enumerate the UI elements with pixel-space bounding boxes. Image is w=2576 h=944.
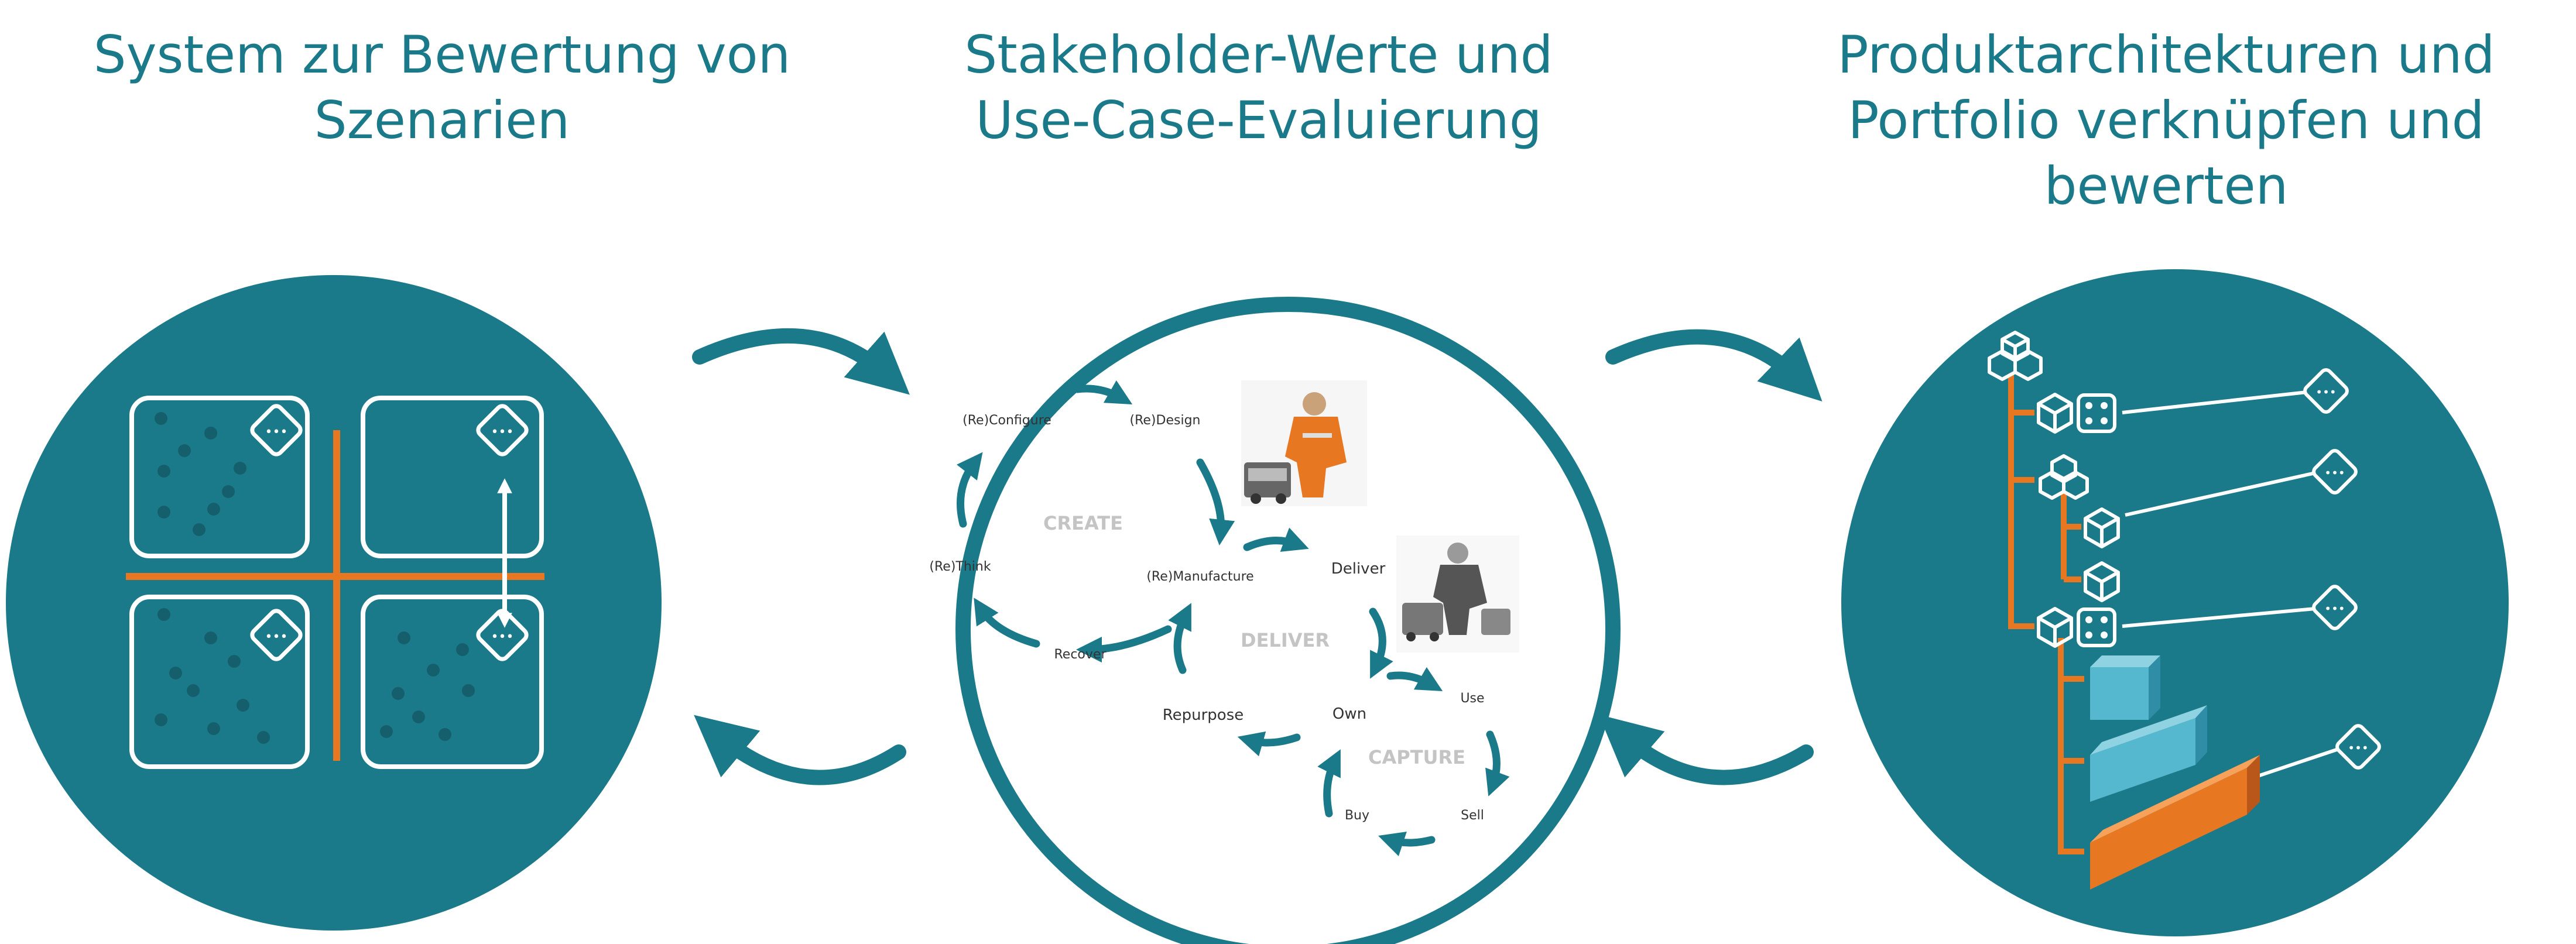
cube-icon (2037, 607, 2073, 648)
scenario-circle: ••• ••• ••• ••• (6, 275, 662, 931)
diamond-tag-icon: ••• (476, 404, 529, 456)
create-loop-arrows (956, 380, 1235, 663)
cube-cluster-icon (1988, 331, 2043, 381)
svg-text:•••: ••• (491, 630, 514, 644)
quadrant-top-right (361, 396, 544, 558)
dice-icon (2077, 607, 2116, 647)
svg-text:•••: ••• (491, 425, 514, 440)
dice-icon (2077, 393, 2116, 433)
scenario-dots (155, 412, 475, 744)
quadrant-top-left (129, 396, 310, 558)
quadrant-bottom-right (361, 595, 544, 769)
worker-illustration (1241, 380, 1367, 506)
diamond-tag-icon: ••• (2335, 724, 2381, 770)
cube-icon (2037, 393, 2073, 434)
diamond-tag-icon: ••• (2312, 585, 2358, 630)
step-rethink: (Re)Think (929, 559, 991, 574)
svg-text:•••: ••• (2324, 602, 2345, 616)
courier-illustration (1396, 535, 1519, 653)
step-repurpose: Repurpose (1163, 706, 1244, 724)
diamond-tag-icon: ••• (476, 609, 529, 661)
diamond-tag-icon: ••• (2312, 449, 2358, 495)
title-product-architecture: Produktarchitekturen und Portfolio verkn… (1837, 25, 2495, 216)
quadrant-bottom-left (129, 595, 310, 769)
architecture-tree (2008, 375, 2084, 854)
capture-loop-arrows (1237, 667, 1510, 856)
bar-large (2090, 755, 2260, 890)
flow-arrow-center-to-left (694, 715, 906, 785)
step-redesign: (Re)Design (1130, 413, 1201, 428)
step-own: Own (1332, 705, 1366, 723)
title-scenario-evaluation: System zur Bewertung von Szenarien (93, 25, 791, 150)
step-sell: Sell (1461, 808, 1484, 823)
flow-arrow-center-to-right (1605, 329, 1823, 402)
cube-cluster-icon (2039, 454, 2089, 500)
step-use: Use (1460, 691, 1484, 706)
bar-small (2090, 655, 2160, 720)
step-remanufacture: (Re)Manufacture (1146, 569, 1253, 584)
cycle-circle-outline (955, 297, 1621, 944)
connector-lines (2122, 390, 2342, 795)
step-recover: Recover (1054, 647, 1107, 662)
svg-text:•••: ••• (265, 630, 288, 644)
diamond-tag-icon: ••• (250, 609, 303, 661)
step-reconfigure: (Re)Configure (962, 413, 1051, 428)
svg-text:•••: ••• (2315, 385, 2336, 399)
diamond-tag-icon: ••• (250, 404, 303, 456)
cube-icon (2084, 561, 2120, 602)
deliver-loop-arrows (1168, 527, 1393, 679)
diamond-tag-icon: ••• (2303, 368, 2349, 414)
cube-icon (2084, 507, 2120, 548)
flow-arrow-right-to-center (1598, 714, 1814, 785)
step-deliver: Deliver (1331, 560, 1386, 578)
flow-arrow-left-to-center (692, 328, 910, 395)
title-stakeholder-values: Stakeholder-Werte und Use-Case-Evaluieru… (964, 25, 1553, 150)
bar-medium (2090, 705, 2207, 802)
architecture-circle: ••• ••• ••• ••• (1841, 269, 2509, 936)
phase-deliver: DELIVER (1241, 629, 1330, 651)
svg-text:•••: ••• (265, 425, 288, 440)
phase-capture: CAPTURE (1368, 746, 1465, 768)
svg-text:•••: ••• (2348, 741, 2368, 755)
step-buy: Buy (1345, 808, 1369, 823)
cycle-circle: CREATE DELIVER CAPTURE (Re)Configure (Re… (929, 297, 1621, 944)
phase-create: CREATE (1043, 512, 1123, 534)
svg-text:•••: ••• (2324, 466, 2345, 480)
